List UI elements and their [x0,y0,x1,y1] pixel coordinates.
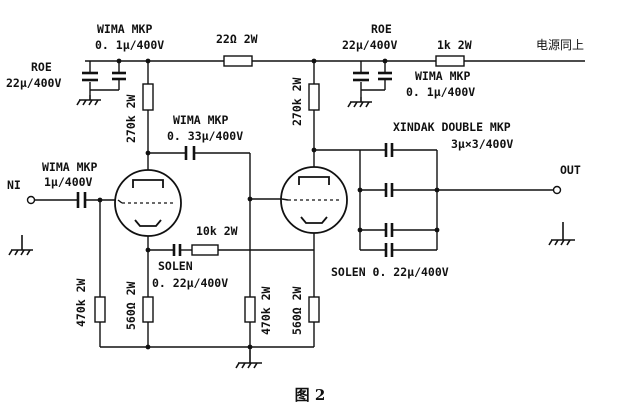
wires [35,60,585,350]
label-r560-left: 560Ω 2W [124,281,138,330]
resistor-1k [435,55,465,67]
resistor-470k-right [244,296,256,323]
label-wima-mkp-coupling: WIMA MKP [173,113,228,127]
label-wima-mkp-right: WIMA MKP [415,69,470,83]
junction-dots [97,58,440,350]
capacitor-roe-right [353,71,369,82]
label-r560-right: 560Ω 2W [290,286,304,335]
label-wima-mkp-input: WIMA MKP [42,160,97,174]
resistor-10k [191,244,219,256]
label-solen-left: SOLEN [158,259,193,273]
capacitor-solen-right [384,243,394,257]
capacitor-xindak-2 [384,183,394,197]
label-r1k: 1k 2W [437,38,472,52]
label-xindak: XINDAK DOUBLE MKP [393,120,511,134]
label-wima-mkp-top: WIMA MKP [97,22,152,36]
resistor-22-ohm [223,55,253,67]
ground-icon [548,222,575,246]
tube-left [114,169,182,237]
capacitor-xindak-1 [384,143,394,157]
label-r270k-right: 270k 2W [290,77,304,126]
label-r270k-left: 270k 2W [124,94,138,143]
ground-icon [76,95,101,106]
label-r10k: 10k 2W [196,224,238,238]
label-wima-mkp-coupling-value: 0. 33μ/400V [167,129,243,143]
ground-icon [235,350,262,369]
label-roe-left: ROE [31,60,52,74]
resistor-270k-right [308,83,320,111]
label-output: OUT [560,163,581,177]
resistor-560-left [142,296,154,323]
resistor-270k-left [142,83,154,111]
label-solen-right: SOLEN 0. 22μ/400V [331,265,449,279]
capacitor-roe-left [82,71,98,82]
label-wima-mkp-top-value: 0. 1μ/400V [95,38,164,52]
ground-icon [8,235,33,256]
label-r470k-left: 470k 2W [74,278,88,327]
tube-right [280,166,348,234]
ground-icon [347,97,372,108]
label-r470k-right: 470k 2W [259,286,273,335]
label-xindak-value: 3μ×3/400V [451,137,513,151]
label-roe-left-value: 22μ/400V [6,76,61,90]
label-wima-mkp-input-value: 1μ/400V [44,175,93,189]
capacitor-wima-left [112,71,126,81]
label-roe-right-value: 22μ/400V [342,38,397,52]
capacitor-wima-right [378,71,392,81]
label-r22: 22Ω 2W [216,32,258,46]
label-input: NI [7,178,21,192]
capacitor-xindak-3 [384,223,394,237]
resistor-560-right [308,296,320,323]
label-wima-mkp-right-value: 0. 1μ/400V [406,85,475,99]
input-terminal [26,195,36,205]
label-power-note: 电源同上 [536,38,584,52]
figure-caption: 图 2 [295,386,326,404]
label-solen-left-value: 0. 22μ/400V [152,276,228,290]
output-terminal [552,185,562,195]
capacitor-coupling-033 [184,146,196,160]
capacitor-input-1u [76,192,87,208]
label-roe-right: ROE [371,22,392,36]
capacitor-solen-left [172,244,182,256]
resistor-470k-left [94,296,106,323]
